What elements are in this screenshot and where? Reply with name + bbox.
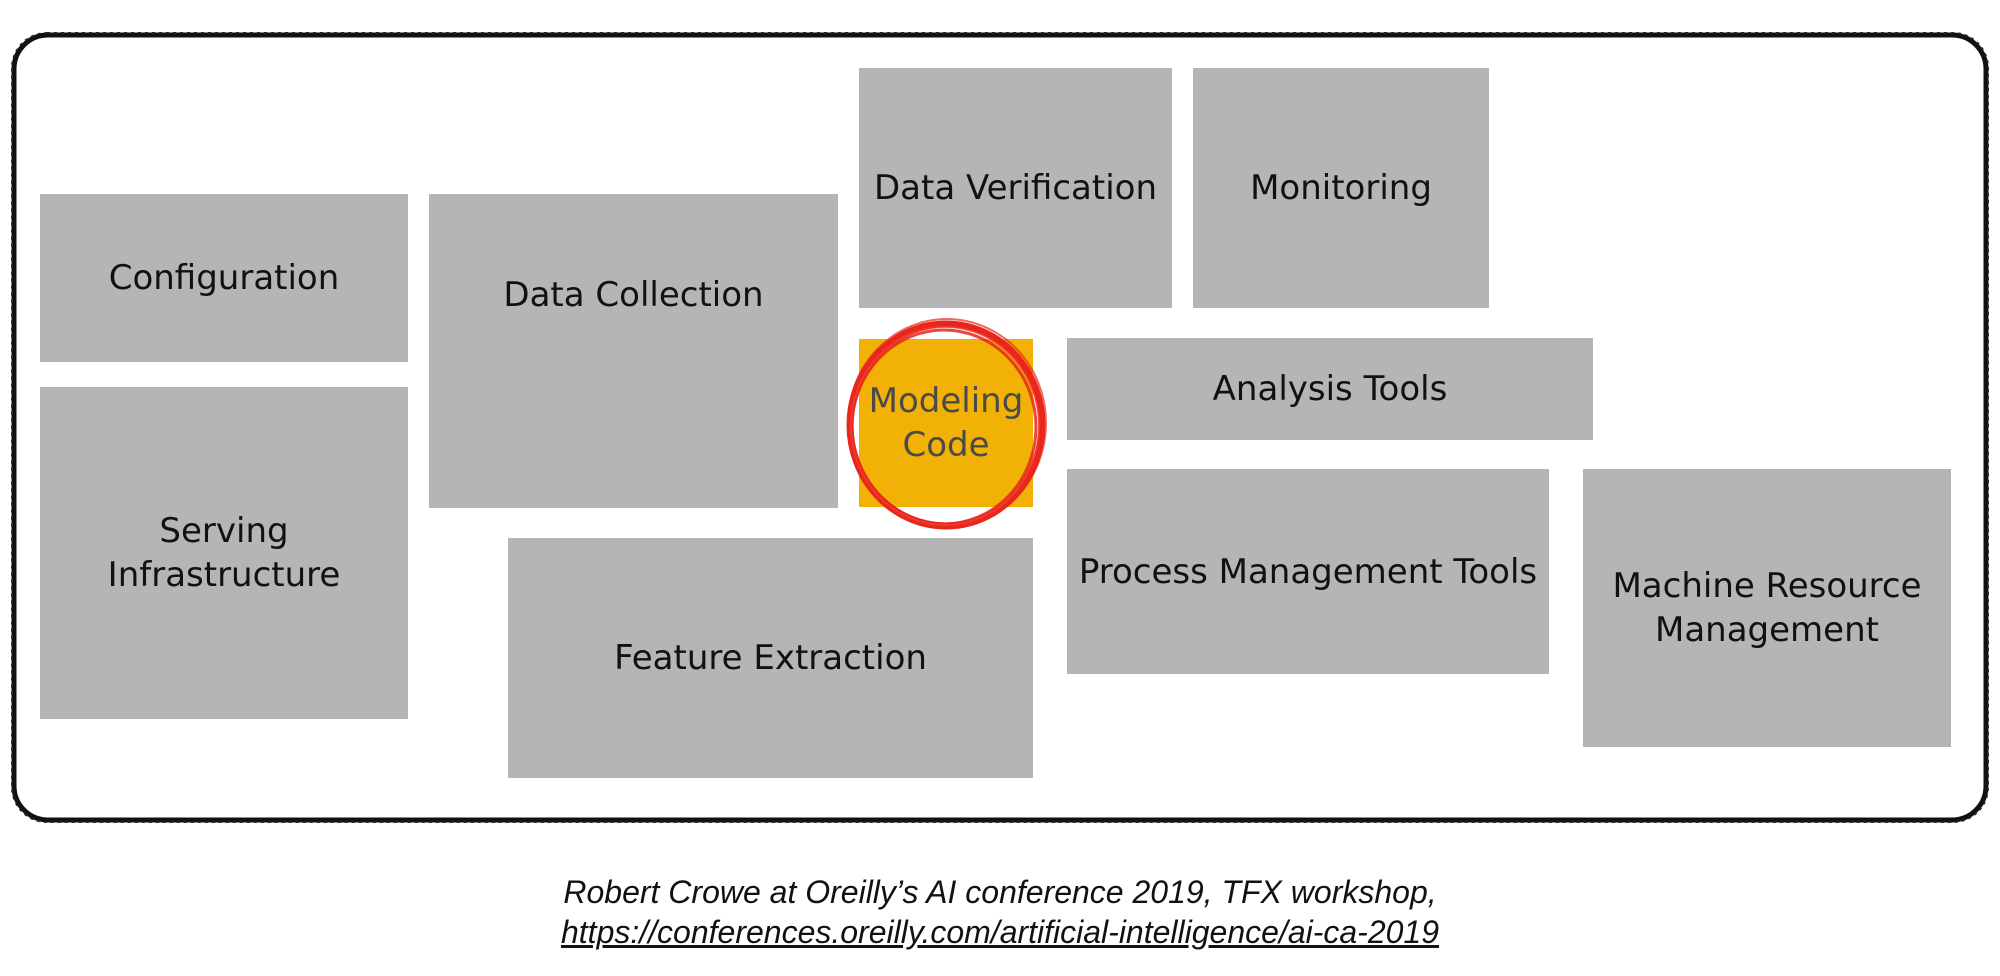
- data-verification-box: Data Verification: [859, 68, 1172, 308]
- caption-text: Robert Crowe at Oreilly’s AI conference …: [563, 874, 1437, 910]
- modeling-code-box: Modeling Code: [859, 339, 1033, 507]
- caption-link[interactable]: https://conferences.oreilly.com/artifici…: [560, 914, 1440, 950]
- data-collection-label: Data Collection: [503, 275, 764, 315]
- modeling-code-label: Modeling Code: [868, 381, 1024, 465]
- feature-extraction-box: Feature Extraction: [508, 538, 1033, 778]
- machine-resource-management-label: Machine Resource Management: [1612, 566, 1922, 650]
- analysis-tools-label: Analysis Tools: [1212, 369, 1448, 409]
- configuration-label: Configuration: [108, 258, 340, 298]
- serving-infrastructure-label: Serving Infrastructure: [107, 511, 341, 595]
- process-management-tools-label: Process Management Tools: [1078, 551, 1538, 592]
- data-collection-box: Data Collection: [429, 194, 838, 508]
- feature-extraction-label: Feature Extraction: [614, 638, 927, 678]
- configuration-box: Configuration: [40, 194, 408, 362]
- monitoring-box: Monitoring: [1193, 68, 1489, 308]
- machine-resource-management-box: Machine Resource Management: [1583, 469, 1951, 747]
- caption: Robert Crowe at Oreilly’s AI conference …: [0, 872, 2000, 952]
- process-management-tools-box: Process Management Tools: [1067, 469, 1549, 674]
- analysis-tools-box: Analysis Tools: [1067, 338, 1593, 440]
- data-verification-label: Data Verification: [873, 168, 1158, 208]
- monitoring-label: Monitoring: [1250, 168, 1432, 208]
- serving-infrastructure-box: Serving Infrastructure: [40, 387, 408, 719]
